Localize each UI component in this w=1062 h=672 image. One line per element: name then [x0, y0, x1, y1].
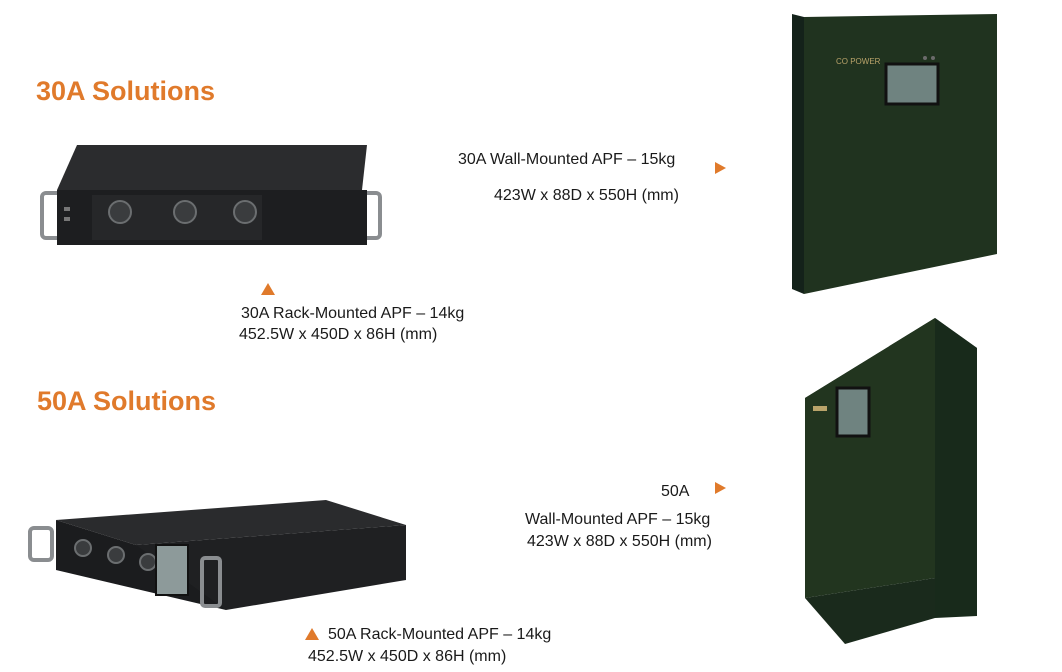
- wall-50a-dimensions: 423W x 88D x 550H (mm): [527, 533, 712, 550]
- pointer-right-30a-wall: [715, 162, 726, 174]
- rack-50a-dimensions: 452.5W x 450D x 86H (mm): [308, 648, 507, 665]
- rack-50a-title: 50A Rack-Mounted APF – 14kg: [328, 626, 552, 643]
- pointer-up-30a-rack: [261, 283, 275, 295]
- rack-unit-50a-image: [28, 500, 406, 610]
- pointer-right-50a-wall: [715, 482, 726, 494]
- heading-30a: 30A Solutions: [36, 76, 216, 106]
- wall-30a-dimensions: 423W x 88D x 550H (mm): [494, 187, 679, 204]
- rack-30a-dimensions: 452.5W x 450D x 86H (mm): [239, 326, 438, 343]
- wall-unit-50a-image: [805, 318, 977, 644]
- wall-50a-rating: 50A: [661, 483, 690, 500]
- rack-unit-30a-image: [40, 145, 382, 245]
- rack-30a-title: 30A Rack-Mounted APF – 14kg: [241, 305, 465, 322]
- pointer-up-50a-rack: [305, 628, 319, 640]
- wall-unit-30a-image: CO POWER: [792, 14, 997, 294]
- wall-30a-title: 30A Wall-Mounted APF – 15kg: [458, 151, 676, 168]
- heading-50a: 50A Solutions: [37, 386, 217, 416]
- wall-50a-title: Wall-Mounted APF – 15kg: [525, 511, 711, 528]
- brand-label: CO POWER: [836, 57, 881, 66]
